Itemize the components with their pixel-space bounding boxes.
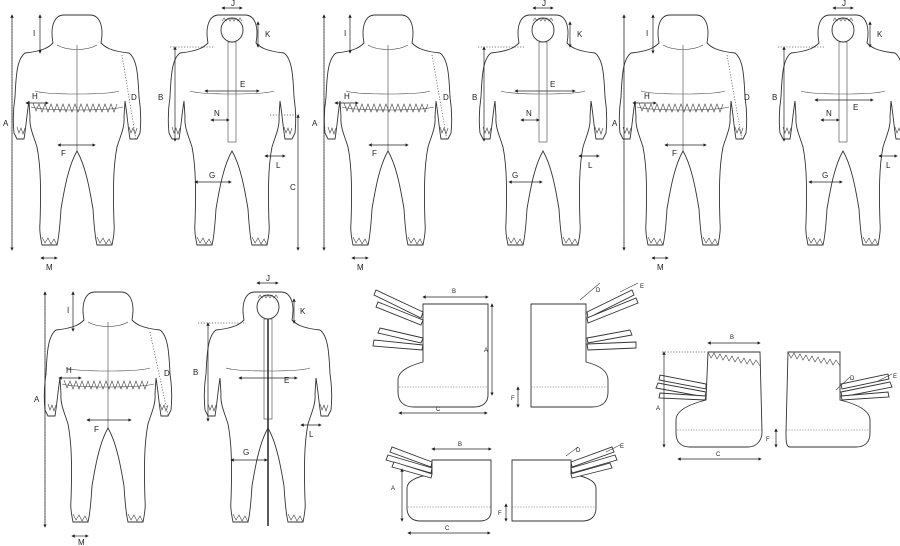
coverall-front-view-3 — [618, 14, 748, 246]
dimension-markers-3: A I H D F M — [312, 14, 449, 272]
boot-cover-bottom-right: D E F — [498, 444, 624, 522]
label-c-boot5: C — [716, 452, 721, 458]
dimension-markers-6: J K B E N L G — [772, 0, 898, 184]
label-c-2: C — [290, 183, 296, 192]
label-f-3: F — [372, 149, 377, 158]
label-d-5: D — [744, 93, 750, 102]
label-c-boot3: C — [445, 526, 450, 532]
label-d-boot2: D — [596, 288, 601, 294]
boot-cover-top-right: D E F — [511, 282, 644, 408]
label-d-boot6: D — [850, 376, 855, 382]
coverall-back-view-4 — [203, 291, 333, 526]
coverall-front-view-2 — [323, 14, 453, 246]
label-k-8: K — [300, 307, 306, 316]
coverall-front-view-4 — [43, 291, 173, 523]
label-a-3: A — [312, 119, 318, 128]
label-e-boot2: E — [640, 284, 644, 290]
label-j-6: J — [842, 0, 846, 8]
label-f-5: F — [672, 149, 677, 158]
label-m-1: M — [46, 263, 53, 272]
dimension-markers-5: A I H D F M — [612, 14, 750, 272]
coverall-back-view-1 — [167, 14, 297, 246]
label-i-7: I — [67, 306, 69, 315]
label-b-8: B — [193, 368, 198, 377]
label-b-6: B — [772, 93, 777, 102]
label-g-2: G — [209, 171, 215, 180]
label-a-1: A — [3, 119, 9, 128]
label-a-boot3: A — [391, 486, 395, 492]
label-e-6: E — [853, 103, 858, 112]
label-g-4: G — [512, 171, 518, 180]
label-l-6: L — [886, 161, 891, 170]
label-a-boot5: A — [656, 406, 660, 412]
label-k-6: K — [877, 30, 883, 39]
label-d-7: D — [164, 369, 170, 378]
boot-cover-bottom-left: B A C — [385, 442, 492, 535]
dimension-markers-7: A I H D F M — [34, 291, 170, 546]
label-h-1: H — [32, 92, 38, 101]
label-i-5: I — [646, 29, 648, 38]
label-n-2: N — [214, 109, 220, 118]
label-a-5: A — [612, 119, 618, 128]
label-d-1: D — [131, 93, 137, 102]
label-i-3: I — [344, 29, 346, 38]
label-i-1: I — [33, 29, 35, 38]
label-h-3: H — [344, 92, 350, 101]
label-b-4: B — [472, 93, 477, 102]
boot-cover-elastic-left: B A C — [655, 335, 763, 461]
label-n-6: N — [826, 109, 832, 118]
label-f-1: F — [61, 149, 66, 158]
label-k-2: K — [265, 30, 271, 39]
label-l-4: L — [588, 161, 593, 170]
label-h-7: H — [66, 366, 72, 375]
label-k-4: K — [577, 30, 583, 39]
label-g-6: G — [822, 171, 828, 180]
label-e-boot6: E — [893, 374, 897, 380]
label-j-8: J — [266, 274, 270, 283]
label-b-2: B — [158, 93, 163, 102]
label-e-4: E — [550, 80, 555, 89]
dimension-markers-4: J K B E N L G — [472, 0, 600, 184]
label-m-3: M — [357, 263, 364, 272]
dimension-markers-1: A I H D F M — [3, 14, 137, 272]
label-f-7: F — [94, 425, 99, 434]
coverall-back-view-3 — [778, 14, 900, 246]
label-d-boot4: D — [576, 448, 581, 454]
boot-cover-top-left: B A C — [372, 289, 494, 415]
label-n-4: N — [526, 109, 532, 118]
label-l-2: L — [276, 161, 281, 170]
label-j-2: J — [231, 0, 235, 8]
label-d-3: D — [443, 93, 449, 102]
dimension-markers-2: J K B E N L G C — [158, 0, 300, 251]
label-m-5: M — [657, 263, 664, 272]
label-e-8: E — [284, 376, 289, 385]
label-c-boot1: C — [436, 407, 441, 413]
label-f-boot6: F — [766, 437, 770, 443]
dimension-markers-8: J K B E L G — [193, 274, 322, 462]
label-g-8: G — [243, 448, 249, 457]
label-m-7: M — [78, 538, 85, 546]
label-a-boot1: A — [484, 348, 488, 354]
label-e-2: E — [240, 80, 245, 89]
label-f-boot4: F — [498, 511, 502, 517]
label-b-boot3: B — [458, 442, 462, 448]
label-h-5: H — [644, 92, 650, 101]
label-a-7: A — [34, 395, 40, 404]
coverall-back-view-2 — [478, 14, 608, 246]
label-j-4: J — [542, 0, 546, 8]
label-e-boot4: E — [620, 444, 624, 450]
boot-cover-elastic-right: D E F — [766, 351, 897, 448]
label-l-8: L — [309, 430, 314, 439]
label-b-boot1: B — [452, 289, 456, 295]
label-b-boot5: B — [730, 335, 734, 341]
label-f-boot2: F — [511, 396, 515, 402]
coverall-front-view-1 — [12, 14, 142, 246]
